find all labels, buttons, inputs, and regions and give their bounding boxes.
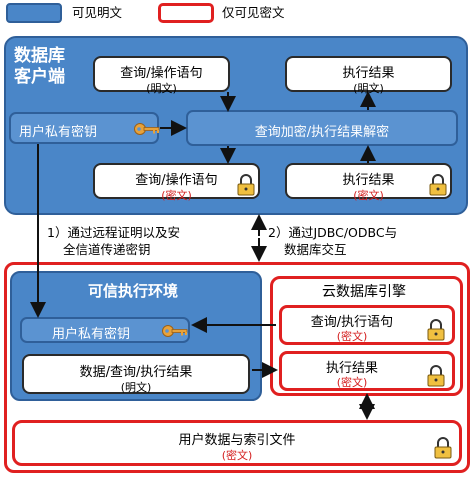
lock-icon <box>429 174 447 196</box>
tee-private-key-chip: 用户私有密钥 <box>20 317 190 343</box>
step2-line2: 数据库交互 <box>284 242 347 257</box>
storage-sub: (密文) <box>221 449 253 462</box>
lock-icon <box>434 437 452 459</box>
client-title-line1: 数据库 <box>14 46 65 66</box>
engine-result-doc: 执行结果 (密文) <box>279 351 455 391</box>
client-result-secret-title: 执行结果 <box>342 173 395 188</box>
engine-query-doc: 查询/执行语句 (密文) <box>279 305 455 345</box>
client-result-secret-sub: (密文) <box>353 189 384 202</box>
step2-label: 2）通过JDBC/ODBC与 数据库交互 <box>268 224 397 258</box>
key-icon <box>134 123 160 135</box>
engine-query-title: 查询/执行语句 <box>310 315 394 330</box>
tee-title: 可信执行环境 <box>88 282 179 300</box>
engine-title: 云数据库引擎 <box>322 284 406 300</box>
storage-title: 用户数据与索引文件 <box>178 433 296 448</box>
client-private-key-chip: 用户私有密钥 <box>9 112 160 144</box>
client-query-secret-doc: 查询/操作语句 (密文) <box>93 163 260 202</box>
legend-secret-label: 仅可见密文 <box>222 5 285 20</box>
legend-secret-swatch <box>158 3 214 23</box>
client-crypto-chip: 查询加密/执行结果解密 <box>186 110 458 146</box>
legend-plain-label: 可见明文 <box>72 5 123 20</box>
client-query-secret-sub: (密文) <box>161 189 192 202</box>
client-crypto-label: 查询加密/执行结果解密 <box>254 125 390 140</box>
step1-label: 1）通过远程证明以及安 全信道传递密钥 <box>47 224 180 258</box>
client-query-plain-title: 查询/操作语句 <box>120 66 203 81</box>
lock-icon <box>427 365 445 387</box>
lock-icon <box>427 319 445 341</box>
client-result-secret-doc: 执行结果 (密文) <box>285 163 452 202</box>
legend-plain-swatch <box>6 3 62 23</box>
step2-line1: 2）通过JDBC/ODBC与 <box>268 225 398 240</box>
client-query-plain-sub: (明文) <box>146 82 177 95</box>
engine-result-title: 执行结果 <box>325 361 378 376</box>
tee-data-sub: (明文) <box>120 381 152 394</box>
client-title-line2: 客户端 <box>14 67 65 87</box>
client-result-plain-doc: 执行结果 (明文) <box>285 56 452 95</box>
client-title: 数据库 客户端 <box>14 46 65 88</box>
client-result-plain-title: 执行结果 <box>342 66 395 81</box>
tee-data-title: 数据/查询/执行结果 <box>79 365 193 380</box>
client-query-plain-doc: 查询/操作语句 (明文) <box>93 56 230 95</box>
step1-line2: 全信道传递密钥 <box>63 242 151 257</box>
tee-data-doc: 数据/查询/执行结果 (明文) <box>22 354 250 394</box>
client-private-key-label: 用户私有密钥 <box>19 125 98 140</box>
tee-private-key-label: 用户私有密钥 <box>52 327 131 342</box>
key-icon <box>162 325 188 337</box>
step1-line1: 1）通过远程证明以及安 <box>47 225 180 240</box>
client-result-plain-sub: (明文) <box>353 82 384 95</box>
client-query-secret-title: 查询/操作语句 <box>135 173 218 188</box>
storage-doc: 用户数据与索引文件 (密文) <box>12 420 462 466</box>
engine-query-sub: (密文) <box>336 330 368 343</box>
lock-icon <box>237 174 255 196</box>
engine-result-sub: (密文) <box>336 376 368 389</box>
